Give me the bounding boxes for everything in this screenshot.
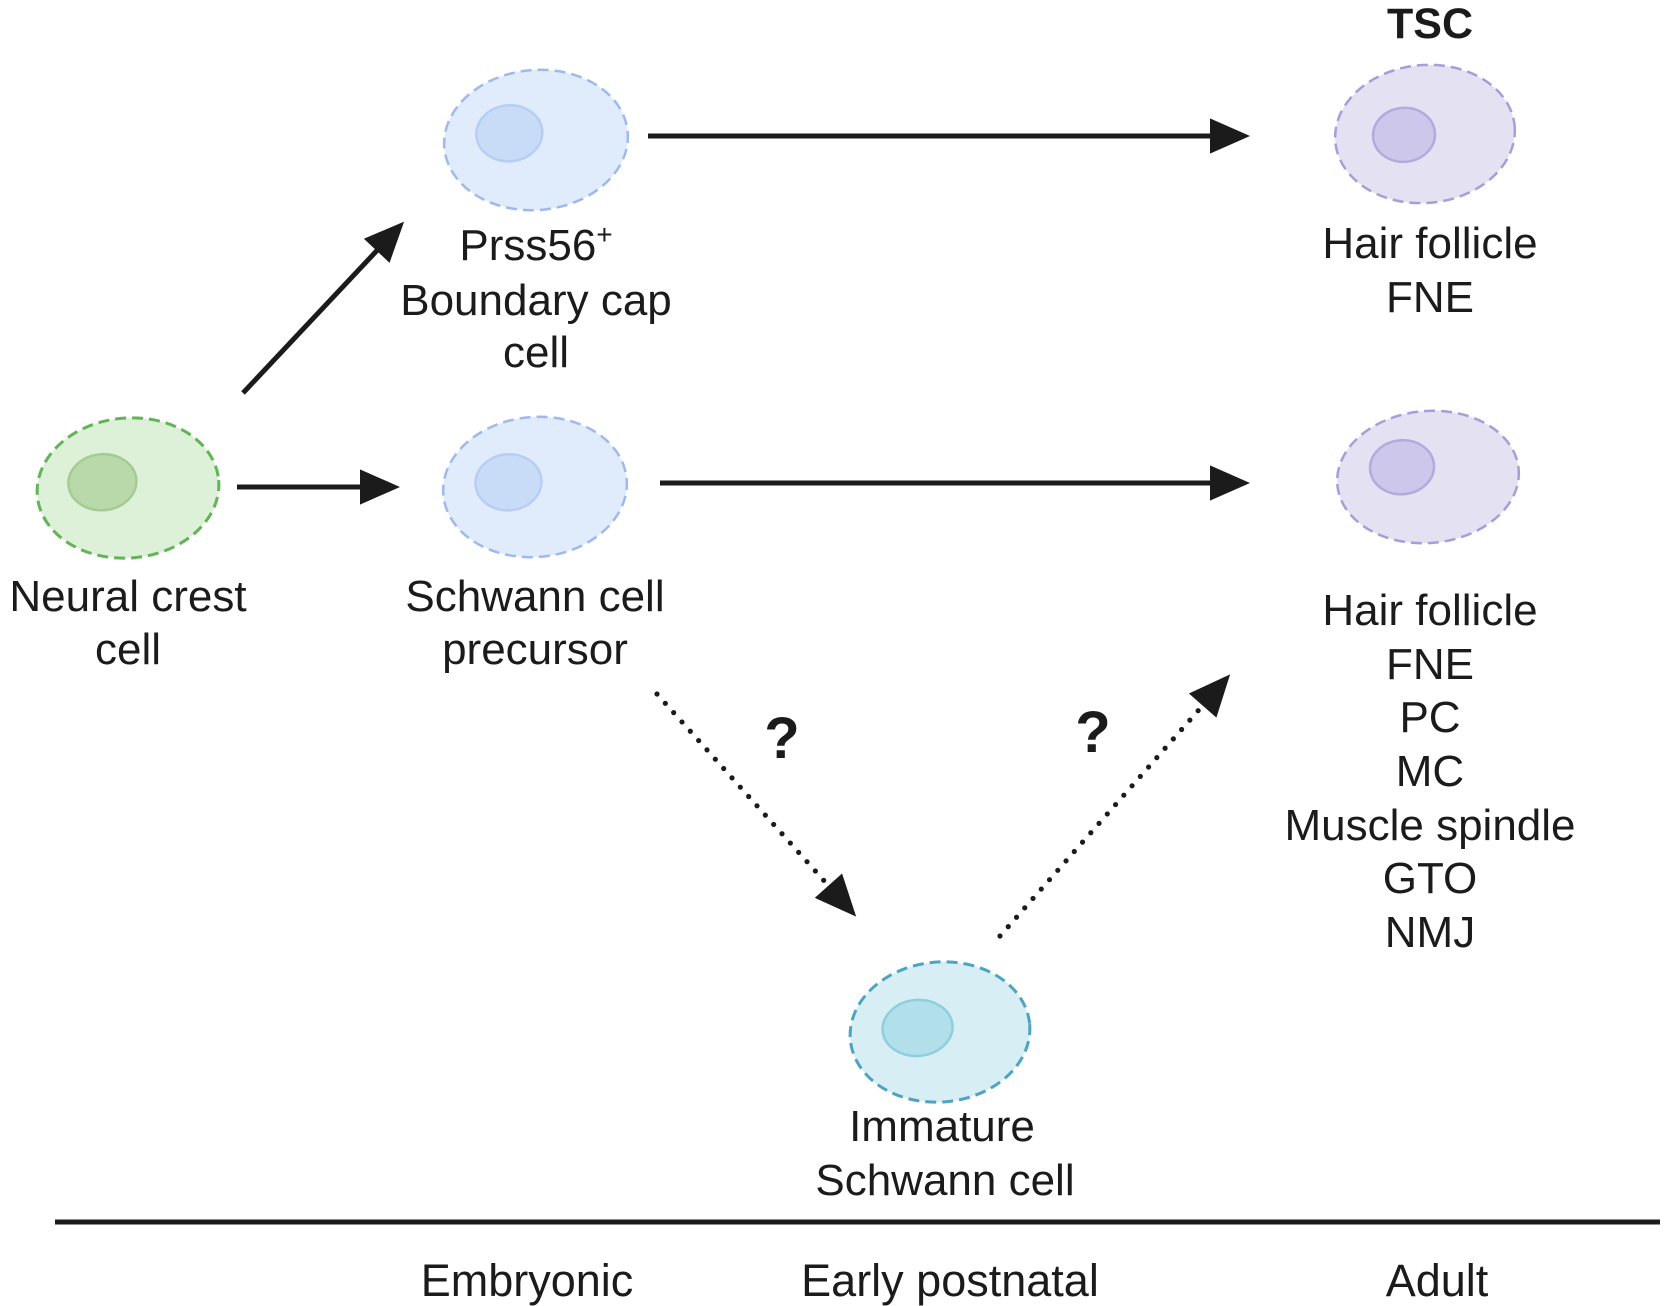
question-mark-left: ?	[764, 706, 799, 771]
adult-target-line6: GTO	[1383, 854, 1478, 903]
adult-target-line2: FNE	[1386, 640, 1474, 689]
tsc-title: TSC	[1387, 0, 1473, 48]
boundary-cap-label-line1: Boundary cap	[400, 276, 672, 325]
neural-crest-label-line2: cell	[95, 625, 161, 674]
dotted-arrow-immature-to-adult	[997, 674, 1231, 939]
arrow-neuralcrest-to-boundarycap	[241, 221, 405, 395]
schwann-precursor-label-line2: precursor	[442, 625, 628, 674]
adult-cell-icon	[1335, 409, 1521, 545]
timeline-stage-embryonic: Embryonic	[421, 1255, 634, 1306]
adult-target-line7: NMJ	[1385, 908, 1475, 957]
neural-crest-cell-icon	[35, 416, 221, 560]
boundary-cap-label-line2: cell	[503, 328, 569, 377]
boundary-cap-gene-name: Prss56	[459, 221, 596, 270]
boundary-cap-cell-nucleus	[475, 104, 544, 163]
immature-schwann-cell-icon	[848, 960, 1032, 1104]
adult-target-line4: MC	[1396, 747, 1464, 796]
boundary-cap-gene-superscript: +	[596, 219, 612, 250]
boundary-cap-gene-label: Prss56+	[459, 219, 612, 270]
tsc-cell-nucleus	[1371, 106, 1437, 164]
adult-cell-nucleus	[1368, 438, 1436, 496]
immature-schwann-cell-nucleus	[881, 998, 954, 1058]
schwann-precursor-cell-icon	[441, 415, 629, 559]
dotted-arrow-precursor-to-immature	[654, 691, 857, 917]
timeline-stage-adult: Adult	[1386, 1255, 1489, 1306]
timeline-stage-early-postnatal: Early postnatal	[801, 1255, 1099, 1306]
tsc-cell-icon	[1333, 63, 1517, 205]
tsc-target-line1: Hair follicle	[1322, 219, 1537, 268]
immature-schwann-label-line1: Immature	[849, 1102, 1035, 1151]
neural-crest-cell-nucleus	[67, 452, 138, 512]
adult-target-line1: Hair follicle	[1322, 586, 1537, 635]
tsc-target-line2: FNE	[1386, 273, 1474, 322]
question-mark-right: ?	[1075, 700, 1110, 765]
schwann-precursor-label-line1: Schwann cell	[405, 572, 664, 621]
neural-crest-label-line1: Neural crest	[9, 572, 246, 621]
boundary-cap-cell-icon	[442, 68, 630, 212]
immature-schwann-label-line2: Schwann cell	[815, 1156, 1074, 1205]
adult-target-line5: Muscle spindle	[1284, 801, 1575, 850]
adult-target-line3: PC	[1399, 693, 1460, 742]
schwann-precursor-cell-nucleus	[474, 453, 543, 512]
